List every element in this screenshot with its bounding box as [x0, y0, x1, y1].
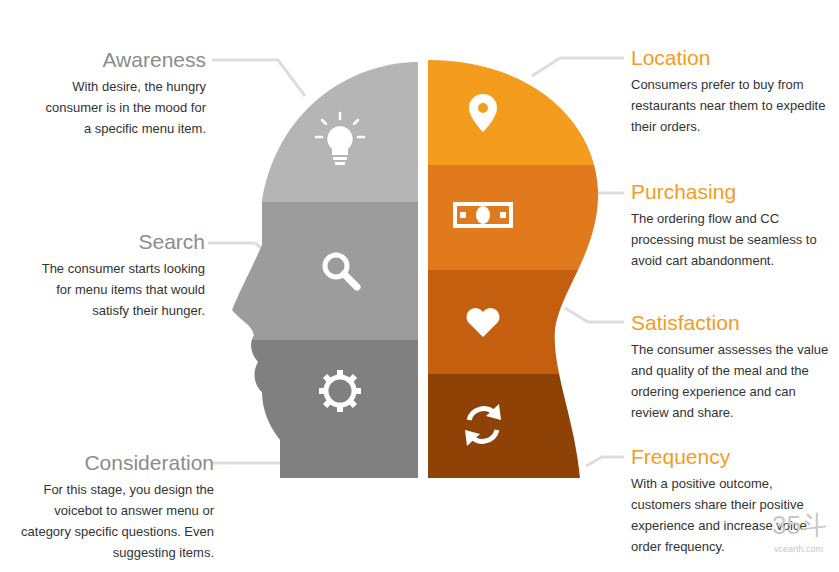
stage-description: The ordering flow and CC processing must… — [631, 208, 831, 271]
stage-description: The consumer starts looking for menu ite… — [35, 258, 205, 321]
stage-heading: Satisfaction — [631, 310, 831, 336]
stage-description: With desire, the hungry consumer is in t… — [36, 76, 206, 139]
stage-label-block: LocationConsumers prefer to buy from res… — [631, 45, 831, 137]
stage-label-block: SearchThe consumer starts looking for me… — [35, 229, 205, 321]
stage-heading: Awareness — [36, 47, 206, 73]
watermark: vcearth.com — [774, 544, 823, 554]
stage-description: For this stage, you design the voicebot … — [12, 479, 214, 563]
stage-heading: Purchasing — [631, 179, 831, 205]
stage-label-block: FrequencyWith a positive outcome, custom… — [631, 444, 831, 557]
stage-heading: Search — [35, 229, 205, 255]
stage-heading: Frequency — [631, 444, 831, 470]
watermark: 35斗 — [772, 508, 827, 543]
stage-description: The consumer assesses the value and qual… — [631, 339, 831, 423]
left-head-bands — [220, 55, 420, 480]
stage-description: Consumers prefer to buy from restaurants… — [631, 74, 831, 137]
stage-label-block: SatisfactionThe consumer assesses the va… — [631, 310, 831, 423]
right-head-bands — [428, 55, 608, 480]
icons — [316, 94, 511, 446]
stage-heading: Consideration — [12, 450, 214, 476]
stage-heading: Location — [631, 45, 831, 71]
stage-label-block: ConsiderationFor this stage, you design … — [12, 450, 214, 563]
stage-label-block: PurchasingThe ordering flow and CC proce… — [631, 179, 831, 271]
stage-label-block: AwarenessWith desire, the hungry consume… — [36, 47, 206, 139]
